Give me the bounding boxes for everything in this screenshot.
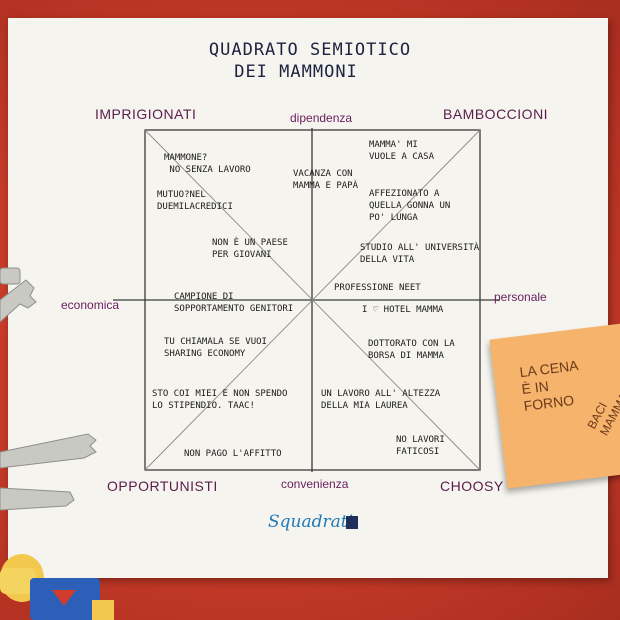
- note-dottorato: DOTTORATO CON LA BORSA DI MAMMA: [368, 339, 455, 361]
- note-studio: STUDIO ALL' UNIVERSITÀ DELLA VITA: [360, 243, 480, 265]
- corner-bottom-right: CHOOSY: [440, 478, 504, 494]
- note-affezionato: AFFEZIONATO A QUELLA GONNA UN PO' LUNGA: [369, 189, 451, 223]
- axis-label-top: dipendenza: [290, 111, 353, 125]
- note-faticosi: NO LAVORI FATICOSI: [396, 435, 445, 457]
- axis-label-bottom: convenienza: [281, 477, 349, 491]
- sticky-note-text: LA CENA È IN FORNO: [518, 357, 580, 414]
- note-lavoro: UN LAVORO ALL' ALTEZZA DELLA MIA LAUREA: [321, 389, 441, 411]
- brand-logo: Squadrati: [268, 512, 354, 532]
- title-line-2: DEI MAMMONI: [234, 62, 358, 82]
- note-paese: NON È UN PAESE PER GIOVANI: [212, 238, 288, 260]
- note-vacanza: VACANZA CON MAMMA E PAPÀ: [293, 169, 359, 191]
- axis-label-left: economica: [61, 298, 120, 312]
- note-hotel: I ♡ HOTEL MAMMA: [362, 305, 444, 315]
- corner-top-left: IMPRIGIONATI: [95, 106, 197, 122]
- sticky-note-signature: BACI MAMMA: [584, 390, 620, 438]
- note-campione: CAMPIONE DI SOPPORTAMENTO GENITORI: [174, 292, 294, 314]
- corner-bottom-left: OPPORTUNISTI: [107, 478, 218, 494]
- note-stipendio: STO COI MIEI E NON SPENDO LO STIPENDIO. …: [152, 389, 288, 411]
- note-vuole: MAMMA' MI VUOLE A CASA: [369, 140, 435, 162]
- note-mammone: MAMMONE? NO SENZA LAVORO: [164, 153, 251, 175]
- note-mutuo: MUTUO?NEL DUEMILACREDICI: [157, 190, 233, 212]
- note-sharing: TU CHIAMALA SE VUOI SHARING ECONOMY: [164, 337, 267, 359]
- brand-mark-icon: [346, 516, 358, 529]
- note-affitto: NON PAGO L'AFFITTO: [184, 449, 282, 459]
- sticky-note: LA CENA È IN FORNO BACI MAMMA: [489, 321, 620, 489]
- title-line-1: QUADRATO SEMIOTICO: [208, 40, 412, 60]
- corner-top-right: BAMBOCCIONI: [443, 106, 549, 122]
- note-neet: PROFESSIONE NEET: [334, 283, 421, 293]
- axis-label-right: personale: [494, 290, 547, 304]
